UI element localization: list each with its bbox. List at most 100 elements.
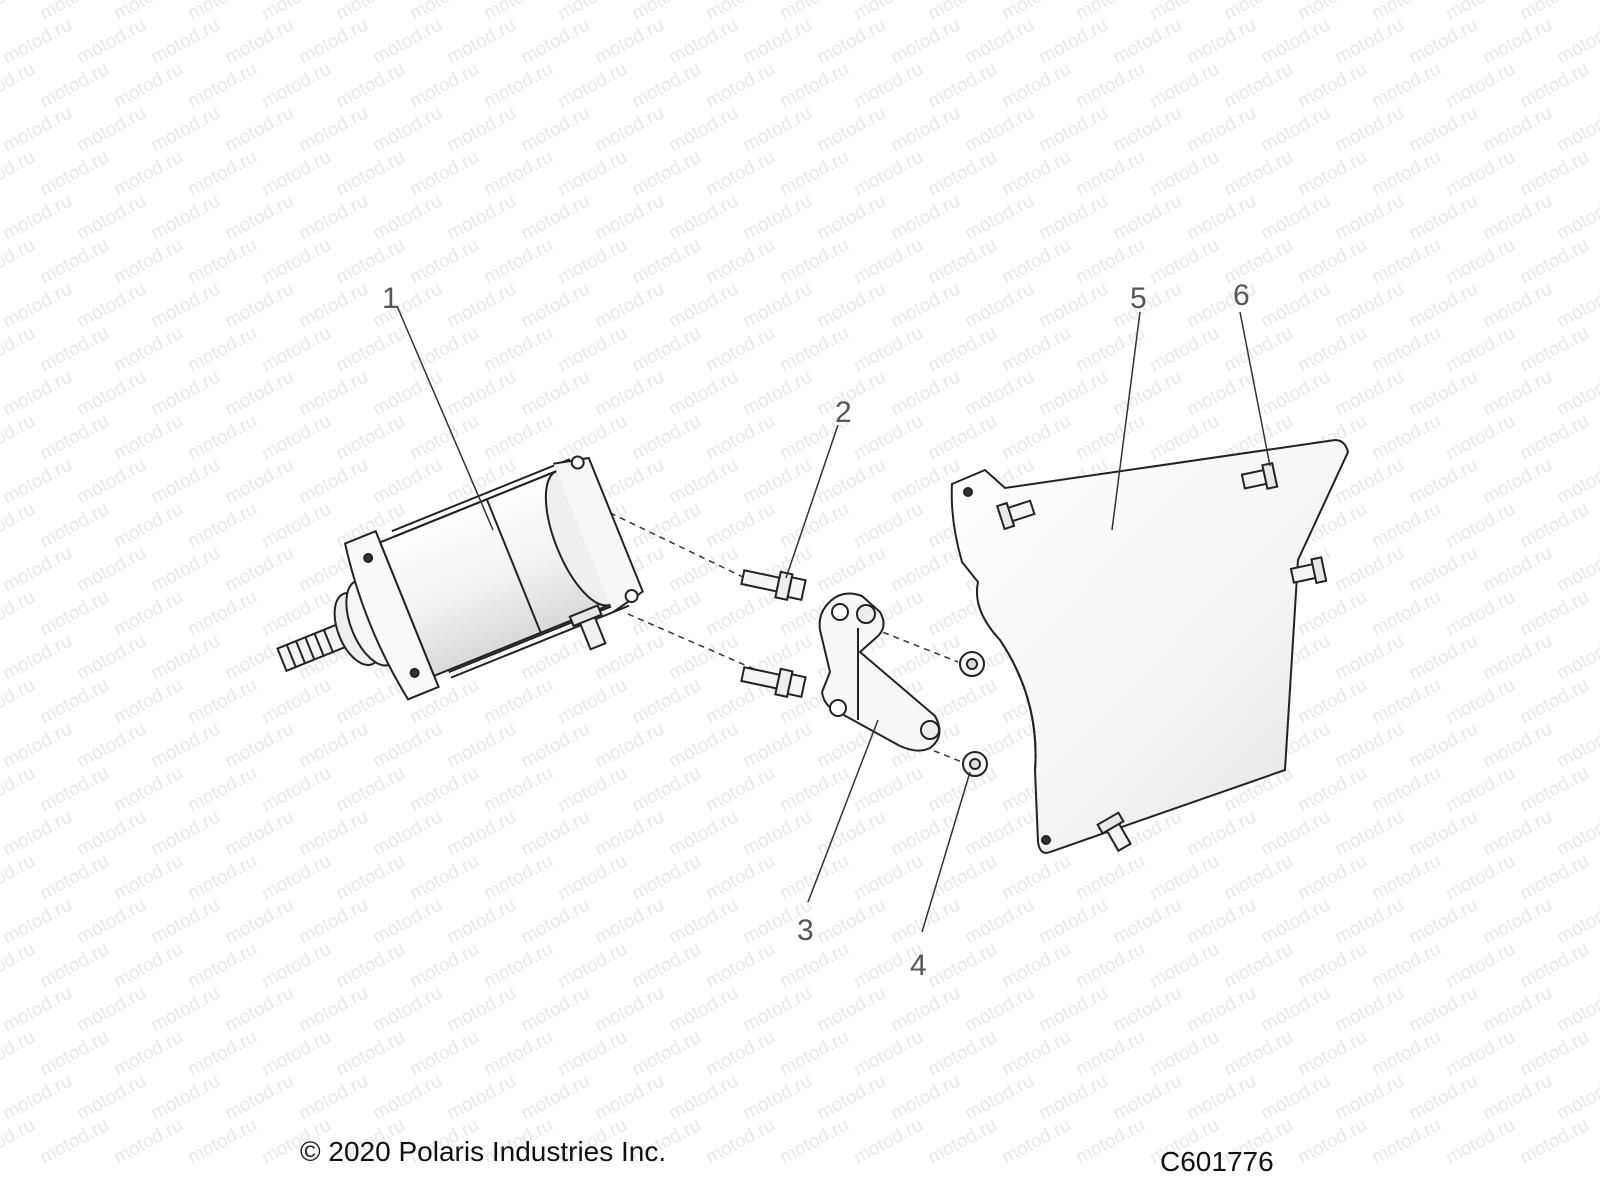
- watermark-text: motod.ru: [332, 939, 408, 993]
- watermark-text: motod.ru: [1516, 59, 1592, 113]
- watermark-text: motod.ru: [369, 191, 445, 245]
- watermark-text: motod.ru: [998, 411, 1074, 465]
- watermark-text: motod.ru: [1405, 719, 1481, 773]
- watermark-text: motod.ru: [1257, 15, 1333, 69]
- watermark-text: motod.ru: [1405, 631, 1481, 685]
- callout-3: 3: [797, 914, 814, 947]
- watermark-text: motod.ru: [221, 367, 297, 421]
- watermark-text: motod.ru: [1109, 983, 1185, 1037]
- watermark-text: motod.ru: [665, 543, 741, 597]
- watermark-text: motod.ru: [1220, 0, 1296, 24]
- watermark-text: motod.ru: [147, 719, 223, 773]
- watermark-text: motod.ru: [0, 279, 76, 333]
- watermark-text: motod.ru: [961, 895, 1037, 949]
- watermark-text: motod.ru: [517, 279, 593, 333]
- watermark-text: motod.ru: [591, 15, 667, 69]
- watermark-text: motod.ru: [850, 323, 926, 377]
- watermark-text: motod.ru: [1035, 1071, 1111, 1125]
- watermark-text: motod.ru: [184, 411, 260, 465]
- watermark-text: motod.ru: [924, 411, 1000, 465]
- watermark-text: motod.ru: [1035, 367, 1111, 421]
- watermark-text: motod.ru: [332, 0, 408, 24]
- watermark-text: motod.ru: [184, 235, 260, 289]
- watermark-text: motod.ru: [184, 675, 260, 729]
- callout-1: 1: [382, 282, 399, 315]
- watermark-text: motod.ru: [1553, 719, 1600, 773]
- watermark-text: motod.ru: [1368, 763, 1444, 817]
- watermark-text: motod.ru: [1072, 235, 1148, 289]
- watermark-text: motod.ru: [591, 719, 667, 773]
- watermark-text: motod.ru: [1516, 147, 1592, 201]
- watermark-text: motod.ru: [332, 763, 408, 817]
- watermark-text: motod.ru: [517, 103, 593, 157]
- watermark-text: motod.ru: [1146, 1027, 1222, 1081]
- watermark-text: motod.ru: [665, 1071, 741, 1125]
- watermark-text: motod.ru: [369, 719, 445, 773]
- watermark-text: motod.ru: [332, 1027, 408, 1081]
- watermark-text: motod.ru: [110, 675, 186, 729]
- watermark-text: motod.ru: [739, 1071, 815, 1125]
- watermark-text: motod.ru: [665, 719, 741, 773]
- watermark-text: motod.ru: [1109, 191, 1185, 245]
- watermark-text: motod.ru: [0, 0, 39, 24]
- watermark-text: motod.ru: [480, 59, 556, 113]
- watermark-text: motod.ru: [1553, 1071, 1600, 1125]
- watermark-text: motod.ru: [0, 191, 76, 245]
- watermark-text: motod.ru: [0, 1115, 39, 1169]
- watermark-text: motod.ru: [1553, 455, 1600, 509]
- watermark-text: motod.ru: [1331, 807, 1407, 861]
- watermark-text: motod.ru: [1072, 0, 1148, 24]
- starter-motor: [276, 455, 644, 701]
- watermark-text: motod.ru: [1516, 411, 1592, 465]
- watermark-text: motod.ru: [1405, 455, 1481, 509]
- watermark-text: motod.ru: [776, 323, 852, 377]
- watermark-text: motod.ru: [924, 147, 1000, 201]
- watermark-text: motod.ru: [850, 0, 926, 24]
- watermark-text: motod.ru: [369, 279, 445, 333]
- watermark-text: motod.ru: [1035, 279, 1111, 333]
- watermark-text: motod.ru: [480, 147, 556, 201]
- watermark-text: motod.ru: [591, 367, 667, 421]
- watermark-text: motod.ru: [1183, 15, 1259, 69]
- watermark-text: motod.ru: [295, 719, 371, 773]
- watermark-text: motod.ru: [1553, 807, 1600, 861]
- heat-shield: [950, 438, 1350, 854]
- watermark-text: motod.ru: [258, 235, 334, 289]
- flange-nut-lower: [962, 751, 988, 777]
- watermark-text: motod.ru: [961, 807, 1037, 861]
- watermark-text: motod.ru: [110, 147, 186, 201]
- watermark-text: motod.ru: [295, 191, 371, 245]
- watermark-text: motod.ru: [1442, 1115, 1518, 1169]
- watermark-text: motod.ru: [0, 719, 76, 773]
- watermark-text: motod.ru: [110, 763, 186, 817]
- watermark-text: motod.ru: [1220, 851, 1296, 905]
- watermark-text: motod.ru: [1183, 807, 1259, 861]
- watermark-text: motod.ru: [1331, 983, 1407, 1037]
- watermark-text: motod.ru: [998, 1027, 1074, 1081]
- watermark-text: motod.ru: [850, 763, 926, 817]
- watermark-text: motod.ru: [1331, 15, 1407, 69]
- watermark-text: motod.ru: [184, 1027, 260, 1081]
- watermark-text: motod.ru: [110, 59, 186, 113]
- watermark-text: motod.ru: [110, 1027, 186, 1081]
- watermark-text: motod.ru: [1035, 15, 1111, 69]
- watermark-text: motod.ru: [1331, 191, 1407, 245]
- watermark-text: motod.ru: [480, 235, 556, 289]
- watermark-text: motod.ru: [887, 367, 963, 421]
- watermark-text: motod.ru: [702, 323, 778, 377]
- watermark-text: motod.ru: [665, 455, 741, 509]
- watermark-text: motod.ru: [0, 939, 39, 993]
- watermark-text: motod.ru: [258, 323, 334, 377]
- watermark-text: motod.ru: [628, 851, 704, 905]
- watermark-text: motod.ru: [184, 939, 260, 993]
- watermark-text: motod.ru: [221, 455, 297, 509]
- watermark-text: motod.ru: [665, 895, 741, 949]
- watermark-text: motod.ru: [1405, 895, 1481, 949]
- watermark-text: motod.ru: [36, 675, 112, 729]
- watermark-text: motod.ru: [1368, 235, 1444, 289]
- watermark-text: motod.ru: [1516, 1115, 1592, 1169]
- watermark-text: motod.ru: [221, 103, 297, 157]
- watermark-text: motod.ru: [665, 191, 741, 245]
- watermark-text: motod.ru: [0, 763, 39, 817]
- watermark-text: motod.ru: [1516, 939, 1592, 993]
